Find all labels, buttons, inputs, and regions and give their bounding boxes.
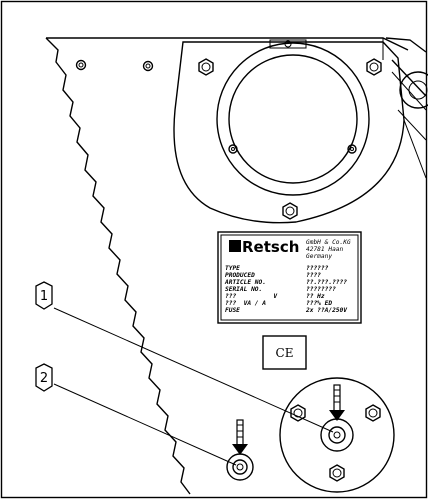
port-2-arrow-icon	[232, 419, 248, 455]
port-1-socket-outer	[320, 418, 354, 452]
port-2-ring-outer	[226, 453, 254, 481]
port-2-ring-inner	[232, 459, 248, 475]
nameplate-label-serial-no: SERIAL NO.	[225, 286, 262, 293]
port-1-socket-middle	[328, 426, 346, 444]
port-1-bolt-bottom	[329, 464, 345, 482]
nameplate-value-frequency: ?? Hz	[306, 293, 325, 300]
brand-logo-mark	[229, 240, 241, 252]
callout-1-leader-line	[53, 307, 334, 433]
nameplate-address-line-2: 42781 Haan	[306, 246, 344, 253]
ce-mark-text: CE	[276, 346, 294, 360]
callout-1-number: 1	[40, 289, 48, 304]
nameplate-label-type: TYPE	[225, 265, 240, 272]
port-1-bolt-left	[290, 404, 306, 422]
nameplate-label-produced: PRODUCED	[225, 272, 255, 279]
right-side-assembly	[385, 37, 428, 179]
nameplate-value-fuse: 2x ??A/250V	[305, 307, 347, 314]
nameplate-brand: Retsch	[242, 238, 299, 256]
nameplate-label-fuse: FUSE	[225, 307, 240, 314]
callout-1: 1	[35, 281, 334, 433]
hex-bolt-bottom	[282, 202, 298, 220]
callout-1-hexagon	[35, 281, 53, 310]
flange-cover-outer	[216, 42, 370, 196]
nameplate: Retsch GmbH & Co.KG 42781 Haan Germany T…	[217, 231, 362, 324]
nameplate-border	[217, 231, 362, 324]
motor-flange	[173, 39, 405, 224]
port-1-assembly	[279, 377, 395, 493]
callout-2-hexagon	[35, 363, 53, 392]
nameplate-value-article-no: ??.???.????	[306, 279, 347, 286]
flange-cover-inner	[228, 54, 358, 184]
port-2-assembly	[226, 419, 254, 481]
port-1-bolt-right	[365, 404, 381, 422]
nameplate-address-line-3: Germany	[306, 253, 332, 260]
nameplate-address-line-1: GmbH & Co.KG	[306, 239, 351, 246]
screw-top-middle	[142, 60, 154, 72]
nameplate-value-produced: ????	[306, 272, 321, 279]
nameplate-value-duty: ???% ED	[306, 300, 332, 307]
port-1-plate	[279, 377, 395, 493]
port-1-socket-center	[333, 431, 341, 439]
callout-2-number: 2	[40, 371, 48, 386]
nameplate-inner-border	[220, 234, 359, 321]
break-line-left	[45, 37, 191, 495]
cover-screw-1	[228, 144, 238, 154]
ce-mark: CE	[262, 335, 307, 370]
ce-mark-border	[262, 335, 307, 370]
callout-2: 2	[35, 363, 237, 466]
screw-top-left	[75, 59, 87, 71]
nameplate-label-power: ??? VA / A	[225, 300, 266, 307]
flange-top-pin	[284, 40, 292, 48]
nameplate-label-voltage: ??? V	[225, 293, 277, 300]
nameplate-value-serial-no: ????????	[306, 286, 336, 293]
nameplate-label-article-no: ARTICLE NO.	[224, 279, 266, 286]
port-1-arrow-icon	[329, 384, 345, 421]
cover-screw-2	[347, 144, 357, 154]
flange-top-tab	[269, 39, 307, 49]
housing-top-edge	[46, 37, 409, 51]
flange-outline	[173, 41, 405, 224]
callout-2-leader-line	[53, 383, 237, 466]
hex-bolt-top-right	[366, 58, 382, 76]
nameplate-value-type: ??????	[306, 265, 329, 272]
port-2-center	[236, 463, 244, 471]
hex-bolt-top-left	[198, 58, 214, 76]
